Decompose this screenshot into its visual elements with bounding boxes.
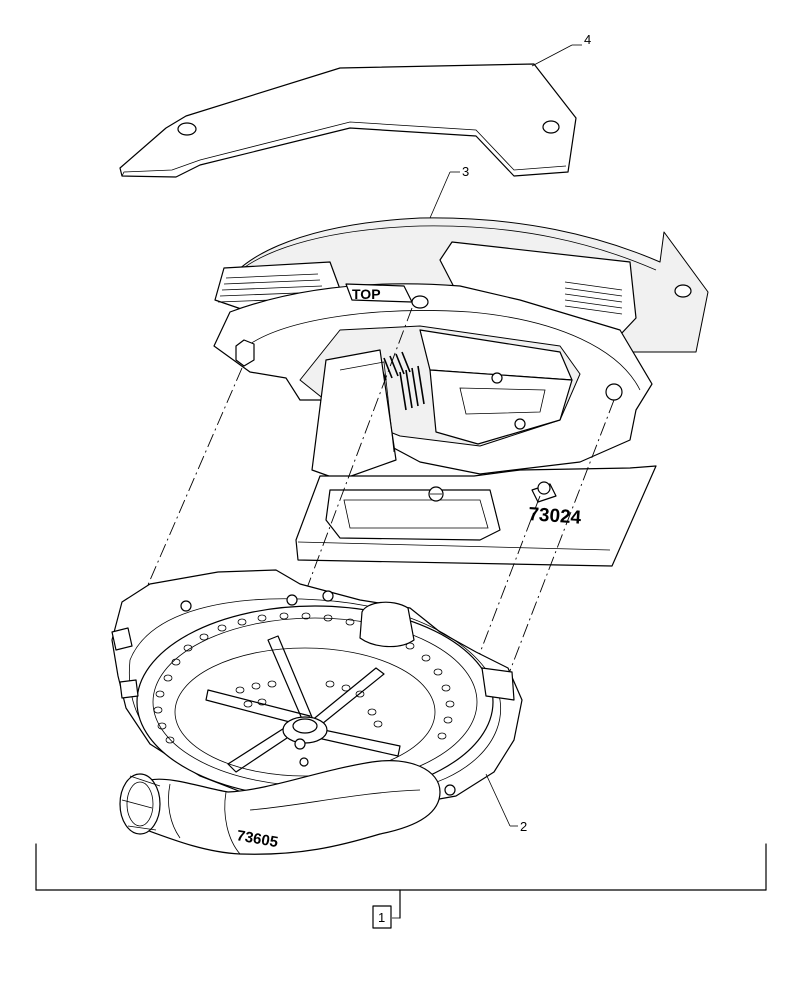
callout-2-number: 2 [520,819,527,834]
lower-housing-part: 73605 [111,569,523,855]
upper-housing-part: TOP 73024 [213,217,709,567]
callout-1-number: 1 [378,910,385,925]
callout-4-number: 4 [584,32,591,47]
upper-part-number: 73024 [528,504,583,529]
callout-1: 1 [372,905,392,929]
callout-3: 3 [429,164,469,219]
callout-4: 4 [531,32,591,67]
callout-3-number: 3 [462,164,469,179]
assembly-bracket [35,843,767,919]
cover-plate-part [119,63,577,178]
callout-2: 2 [485,773,527,834]
alignment-lines [143,307,615,677]
lower-part-number: 73605 [235,827,279,851]
callout-1-box [372,905,392,929]
top-marking: TOP [352,286,381,302]
